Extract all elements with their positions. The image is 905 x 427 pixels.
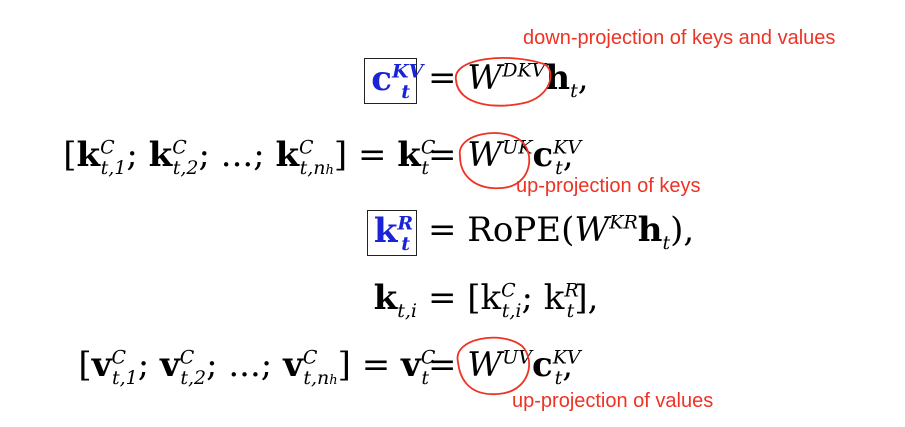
annotation-up-projection-values: up-projection of values (512, 390, 714, 412)
equals-sign: = (428, 58, 468, 98)
lhs-concat-values: [vCt,1; vCt,2; ...; vCt,nh] = vCt (78, 345, 436, 389)
red-circle-wdkv (455, 57, 552, 107)
annotation-up-projection-keys: up-projection of keys (516, 175, 701, 197)
equation-row-2: [kCt,1; kCt,2; ...; kCt,nh] = kCt = WUKc… (63, 135, 582, 179)
equation-row-4: kt,i = [kCt,i; kRt], (373, 278, 599, 322)
equation-row-5: [vCt,1; vCt,2; ...; vCt,nh] = vCt = WUVc… (78, 345, 581, 389)
equation-row-3: kRt = RoPE(WKRht), (0, 210, 905, 270)
lhs-concat-keys: [kCt,1; kCt,2; ...; kCt,nh] = kCt (63, 135, 436, 179)
boxed-kr: kRt (366, 210, 417, 256)
red-circle-wuk (459, 132, 531, 190)
red-circle-wuv (456, 336, 530, 395)
annotation-down-projection: down-projection of keys and values (523, 27, 836, 49)
equation-row-1: cKVt = WDKVht, (0, 58, 905, 118)
boxed-ckv: cKVt (364, 58, 423, 104)
